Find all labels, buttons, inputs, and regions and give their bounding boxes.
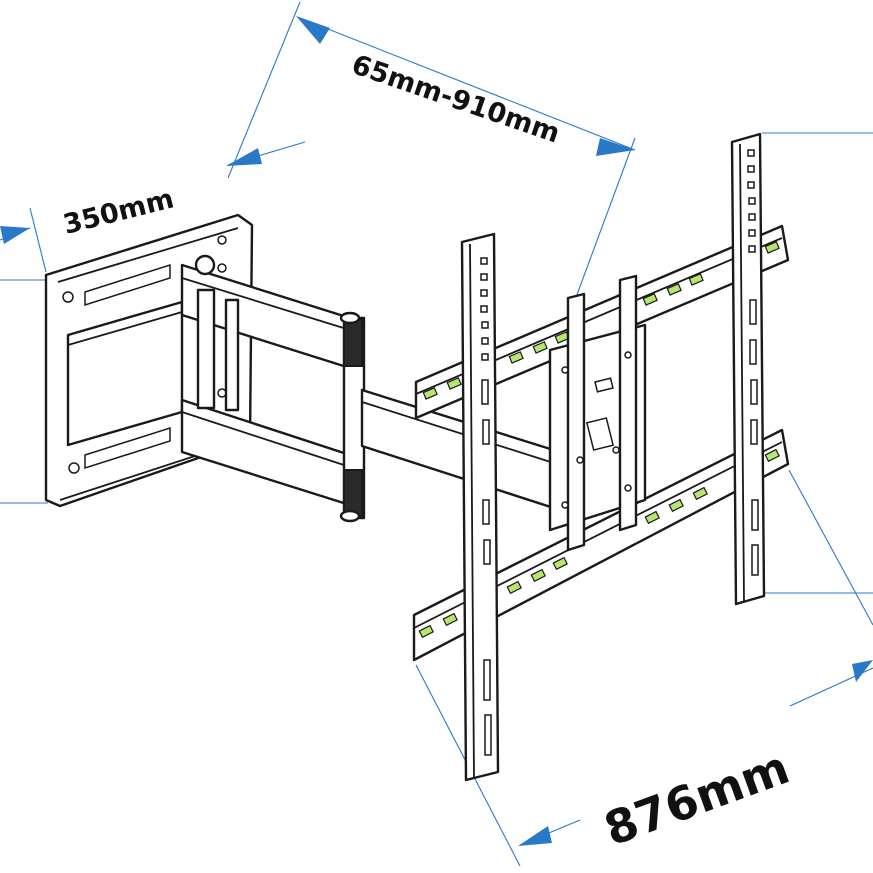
arm-assembly <box>180 254 562 523</box>
width-label: 876mm <box>597 740 796 856</box>
mount-rails <box>412 224 790 662</box>
center-plate <box>548 274 647 552</box>
arm-depth-label: 350mm <box>60 183 177 240</box>
vertical-brackets <box>460 132 766 782</box>
wall-plate-height-label: 320mm <box>0 338 3 480</box>
extension-label: 65mm-910mm <box>348 49 564 149</box>
